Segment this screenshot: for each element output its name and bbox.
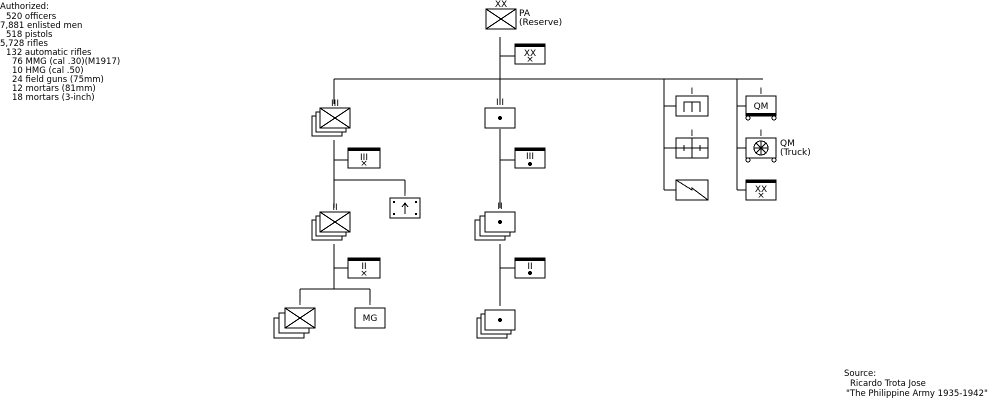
regiment-hq-x: ×	[360, 159, 368, 169]
artillery-battery-size: I	[499, 299, 502, 309]
battalion-size-mark: II	[332, 203, 337, 213]
medical-battalion-symbol[interactable]: I	[675, 129, 709, 159]
authorized-field-guns: 24 field guns (75mm)	[12, 75, 104, 85]
battalion-hq-x: ×	[360, 269, 368, 279]
artillery-battalion-symbol[interactable]: II	[474, 202, 516, 241]
regiment-support-symbol[interactable]: I	[389, 189, 421, 219]
hq-company-symbol[interactable]: XX ×	[745, 179, 777, 201]
infantry-battalion-symbol[interactable]: II	[311, 203, 351, 241]
authorized-mortars-81: 12 mortars (81mm)	[12, 84, 96, 94]
authorized-mortars-3in: 18 mortars (3-inch)	[12, 93, 95, 103]
division-hq-mark: XX	[524, 49, 536, 59]
authorized-pistols: 518 pistols	[6, 30, 53, 40]
division-symbol[interactable]: XX	[485, 0, 517, 30]
battalion-hq-mark: II	[361, 262, 366, 272]
authorized-enlisted: 7,881 enlisted men	[0, 21, 82, 31]
source-author: Ricardo Trota Jose	[850, 379, 926, 389]
connector-lines	[299, 37, 763, 306]
artillery-regiment-size: III	[496, 98, 504, 108]
source-heading: Source:	[844, 369, 876, 379]
authorized-list: Authorized: 520 officers 7,881 enlisted …	[0, 2, 120, 103]
signal-company-symbol[interactable]	[675, 179, 709, 201]
hq-company-mark: XX	[755, 185, 767, 195]
authorized-officers: 520 officers	[6, 12, 57, 22]
infantry-regiment-symbol[interactable]: III	[311, 99, 351, 137]
hq-company-x: ×	[757, 191, 765, 201]
division-label: PA	[519, 9, 531, 19]
qm-truck-label: QM	[780, 139, 795, 149]
qm-truck-size: I	[760, 129, 763, 139]
mg-company-size: I	[369, 298, 372, 308]
artillery-hq-symbol[interactable]: III	[514, 147, 546, 169]
mg-company-symbol[interactable]: MG I	[354, 298, 386, 329]
division-label-reserve: (Reserve)	[519, 18, 562, 28]
battalion-hq-symbol[interactable]: II ×	[347, 257, 381, 279]
engineer-battalion-symbol[interactable]: I	[675, 87, 709, 117]
qm-truck-company-symbol[interactable]: I	[745, 129, 777, 163]
artillery-hq-mark: III	[526, 152, 534, 162]
qm-label: QM	[754, 102, 769, 112]
engineer-size: I	[691, 87, 694, 97]
source-title: "The Philippine Army 1935-1942"	[846, 389, 988, 399]
company-size-mark: I	[299, 298, 302, 308]
qm-truck-note: (Truck)	[780, 148, 811, 158]
qm-size: I	[760, 87, 763, 97]
division-hq-x: ×	[526, 55, 534, 65]
medical-size: I	[691, 129, 694, 139]
qm-company-symbol[interactable]: QM I	[745, 87, 777, 121]
regiment-size-mark: III	[331, 99, 339, 109]
source-note: Source: Ricardo Trota Jose "The Philippi…	[844, 369, 988, 399]
regiment-support-size: I	[404, 189, 407, 199]
rifle-company-symbol[interactable]: I	[273, 298, 316, 339]
artillery-battalion-hq-mark: II	[527, 262, 532, 272]
authorized-heading: Authorized:	[0, 2, 49, 12]
division-size-mark: XX	[495, 0, 507, 10]
artillery-battalion-size: II	[497, 202, 502, 212]
artillery-regiment-symbol[interactable]: III	[484, 98, 516, 129]
regiment-hq-mark: III	[360, 153, 368, 163]
authorized-rifles: 5,728 rifles	[0, 39, 48, 49]
mg-company-label: MG	[363, 314, 378, 324]
authorized-hmg: 10 HMG (cal .50)	[12, 66, 84, 76]
artillery-battery-symbol[interactable]: I	[476, 299, 516, 339]
regiment-hq-symbol[interactable]: III ×	[347, 147, 381, 169]
artillery-battalion-hq-symbol[interactable]: II	[514, 257, 546, 279]
authorized-automatic-rifles: 132 automatic rifles	[6, 48, 92, 58]
authorized-mmg: 76 MMG (cal .30)(M1917)	[12, 57, 120, 67]
division-hq-symbol[interactable]: XX ×	[514, 43, 546, 65]
